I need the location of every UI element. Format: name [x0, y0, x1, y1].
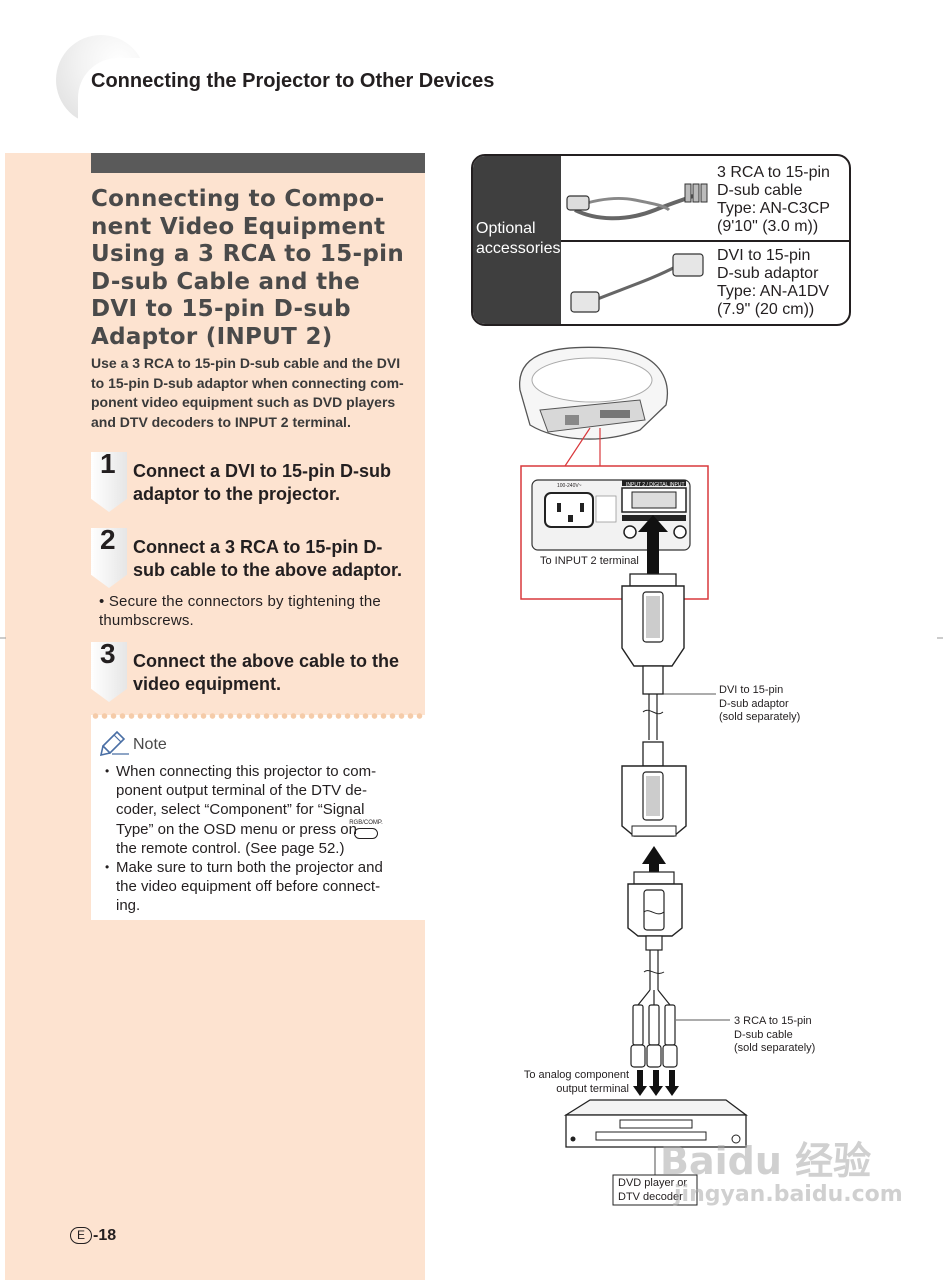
baidu-watermark: Baidu 经验 jingyan.baidu.com: [660, 1140, 903, 1208]
label-dvd-player: DVD player or DTV decoder: [618, 1177, 688, 1203]
label-dvi-adaptor: DVI to 15-pin D-sub adaptor (sold separa…: [719, 684, 801, 723]
pencil-icon: [100, 730, 129, 756]
note-dotted-border: [91, 712, 425, 720]
step-number: 1: [100, 448, 116, 479]
step-number: 2: [100, 524, 116, 555]
note-label: Note: [133, 736, 167, 753]
accessory-rca-cable-text: 3 RCA to 15-pin D-sub cable Type: AN-C3C…: [717, 164, 830, 235]
step-tab: [91, 528, 127, 588]
step-text: Connect the above cable to the video equ…: [133, 651, 400, 694]
label-to-input-2: To INPUT 2 terminal: [540, 555, 639, 567]
header-decoration-mask: [78, 58, 188, 138]
step-2: 2 Connect a 3 RCA to 15-pin D- sub cable…: [91, 524, 421, 590]
step-1: 1 Connect a DVI to 15-pin D-sub adaptor …: [91, 448, 421, 514]
step-text: Connect a 3 RCA to 15-pin D- sub cable t…: [133, 537, 403, 580]
note-list: When connecting this projector to com- p…: [105, 762, 405, 916]
projector-illustration: [519, 346, 669, 440]
step-text: Connect a DVI to 15-pin D-sub adaptor to…: [133, 461, 392, 504]
page-header-title: Connecting the Projector to Other Device…: [91, 70, 495, 92]
rca-cable-icon: [566, 183, 708, 221]
page-number: E-18: [70, 1227, 116, 1245]
panel-input-label: INPUT 2 / DIGITAL INPUT 2: [626, 482, 689, 488]
dvi-adaptor-icon: [570, 253, 704, 313]
page-number-value: -18: [93, 1227, 117, 1244]
step-tab: [91, 642, 127, 702]
step-tab: [91, 452, 127, 512]
label-to-analog-output: To analog component output terminal: [523, 1069, 629, 1095]
step-number: 3: [100, 638, 116, 669]
section-intro: Use a 3 RCA to 15-pin D-sub cable and th…: [91, 355, 404, 430]
accessories-label-panel: [473, 156, 561, 324]
rgb-comp-button-icon: RGB/COMP.: [349, 820, 383, 840]
label-rca-cable: 3 RCA to 15-pin D-sub cable (sold separa…: [734, 1015, 816, 1054]
note-item: Make sure to turn both the projector and…: [105, 858, 405, 916]
accessories-divider: [561, 240, 849, 242]
panel-ac-label: 100-240V~: [557, 483, 582, 489]
watermark-logo: Baidu 经验: [660, 1139, 872, 1183]
optional-accessories-box: Optional accessories 3 RCA to 15-pin D-s…: [471, 154, 851, 326]
accessories-label: Optional accessories: [476, 220, 561, 257]
section-heading-bar: [91, 153, 425, 173]
step-3: 3 Connect the above cable to the video e…: [91, 638, 421, 704]
accessory-dvi-adaptor-text: DVI to 15-pin D-sub adaptor Type: AN-A1D…: [717, 247, 830, 318]
section-heading: Connecting to Compo- nent Video Equipmen…: [91, 186, 405, 350]
note-item: When connecting this projector to com- p…: [105, 762, 405, 858]
rgb-comp-button-label: RGB/COMP.: [349, 820, 383, 826]
step-2-bullet: • Secure the connectors by tightening th…: [99, 593, 381, 629]
watermark-url: jingyan.baidu.com: [674, 1182, 903, 1207]
page-language-badge: E: [70, 1227, 92, 1244]
